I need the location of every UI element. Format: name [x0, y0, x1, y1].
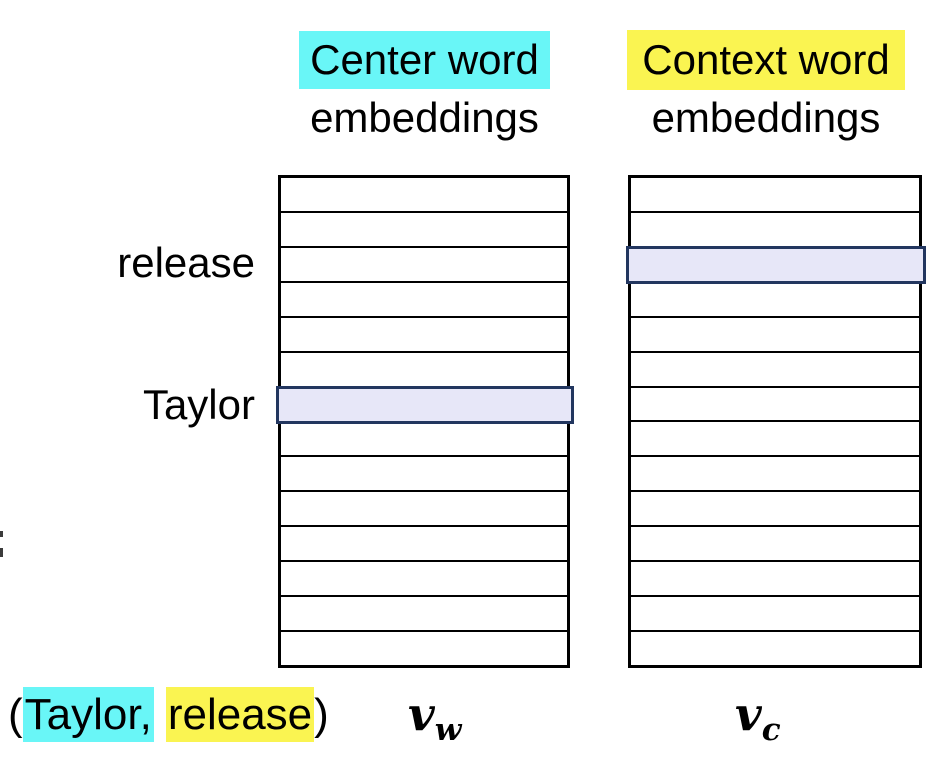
word-pair-tuple: (Taylor,release): [8, 686, 329, 744]
matrix-row: [631, 632, 919, 665]
context-word-header-subtitle: embeddings: [651, 94, 881, 141]
matrix-row: [281, 353, 567, 388]
matrix-row: [631, 283, 919, 318]
matrix-row: [631, 457, 919, 493]
tuple-open-paren: (: [8, 690, 23, 739]
center-word-header-label: Center word: [310, 36, 539, 83]
matrix-row: [281, 597, 567, 632]
matrix-row: [631, 492, 919, 528]
matrix-row: [631, 562, 919, 598]
taylor-selected-row-highlight: [276, 386, 574, 424]
matrix-row: [281, 248, 567, 283]
matrix-row: [281, 178, 567, 213]
matrix-row: [281, 318, 567, 353]
matrix-row: [281, 632, 567, 665]
vc-subscript: c: [761, 712, 781, 748]
matrix-row: [631, 353, 919, 388]
matrix-row: [281, 283, 567, 318]
vw-subscript: w: [434, 712, 462, 748]
center-word-header-highlight: Center word: [299, 31, 550, 89]
matrix-row: [281, 213, 567, 248]
vc-base: v: [735, 687, 762, 741]
clipped-text-fragment: [0, 531, 3, 537]
matrix-row: [631, 318, 919, 353]
matrix-row: [631, 422, 919, 458]
matrix-row: [631, 178, 919, 213]
matrix-row: [281, 457, 567, 493]
matrix-row: [281, 492, 567, 528]
context-word-header-label: Context word: [642, 36, 890, 83]
release-row-label: release: [117, 239, 255, 286]
matrix-row: [281, 422, 567, 458]
matrix-row: [631, 388, 919, 423]
matrix-row: [631, 597, 919, 632]
context-vector-symbol: vc: [735, 687, 781, 746]
release-selected-row-highlight: [626, 246, 926, 284]
tuple-center-word: Taylor,: [22, 687, 154, 742]
matrix-row: [281, 527, 567, 563]
matrix-row: [631, 527, 919, 563]
clipped-text-fragment: [0, 548, 3, 557]
context-word-header-highlight: Context word: [627, 30, 905, 90]
taylor-row-label: Taylor: [142, 381, 255, 428]
tuple-close-paren: ): [314, 690, 329, 739]
matrix-row: [631, 213, 919, 248]
center-word-header-subtitle: embeddings: [310, 94, 539, 141]
matrix-row: [281, 562, 567, 598]
center-vector-symbol: vw: [408, 687, 461, 746]
tuple-context-word: release: [165, 687, 315, 742]
vw-base: v: [408, 687, 435, 741]
